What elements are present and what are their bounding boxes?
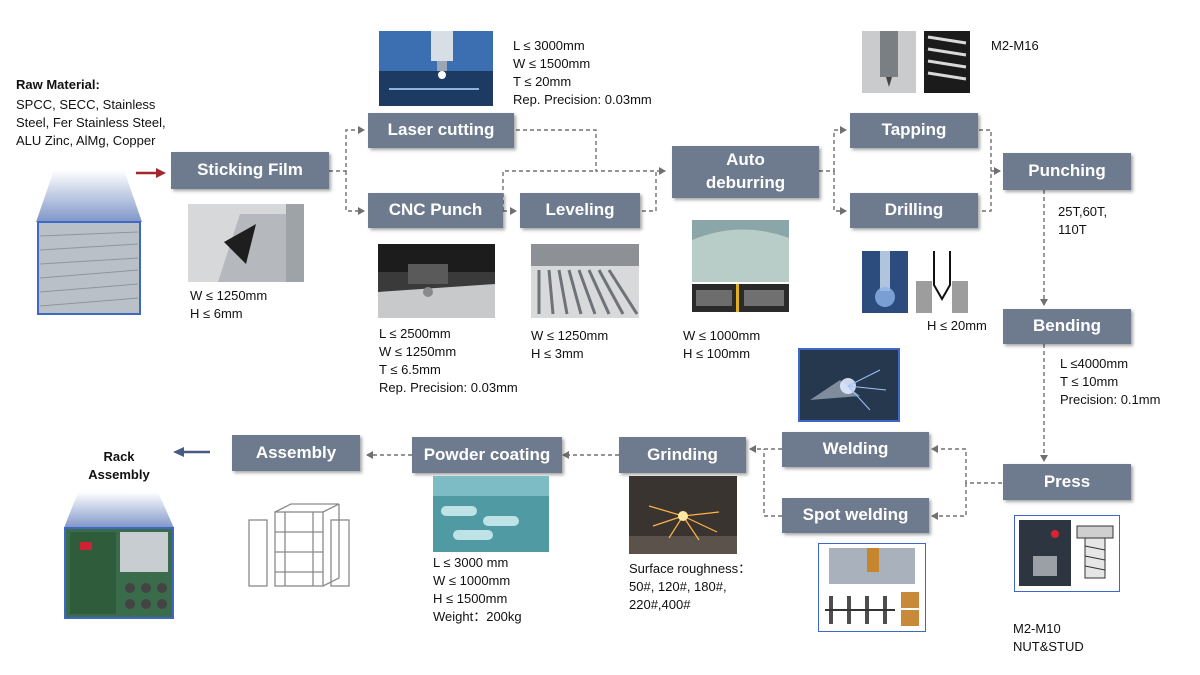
spec-line: M2-M10 <box>1013 621 1061 636</box>
rack-frame-icon <box>245 502 355 594</box>
spec-line: Rep. Precision: 0.03mm <box>513 92 652 107</box>
step-bending: Bending <box>1003 309 1131 344</box>
spec-line: Surface roughness： <box>629 561 752 576</box>
rack-assembly-label: Rack Assembly <box>84 448 154 484</box>
spray-coating-icon <box>433 476 549 552</box>
tapping-specs: M2-M16 <box>991 37 1039 55</box>
spec-line: L ≤ 2500mm <box>379 326 451 341</box>
grinding-specs: Surface roughness： 50#, 120#, 180#, 220#… <box>629 560 751 614</box>
bending-specs: L ≤4000mm T ≤ 10mm Precision: 0.1mm <box>1060 355 1160 409</box>
laser-cutter-icon <box>379 31 493 106</box>
sticking-film-specs: W ≤ 1250mm H ≤ 6mm <box>190 287 267 323</box>
spec-line: 50#, 120#, 180#, <box>629 579 727 594</box>
spec-line: L ≤ 3000 mm <box>433 555 509 570</box>
raw-material-line: ALU Zinc, AlMg, Copper <box>16 133 156 148</box>
spec-line: W ≤ 1250mm <box>379 344 457 359</box>
auto-deburring-specs: W ≤ 1000mm H ≤ 100mm <box>683 327 760 363</box>
spec-line: Weight：200kg <box>433 609 522 624</box>
step-drilling: Drilling <box>850 193 978 228</box>
step-press: Press <box>1003 464 1131 500</box>
step-powder-coating: Powder coating <box>412 437 562 473</box>
cnc-punch-icon <box>378 244 495 318</box>
raw-material-title: Raw Material: <box>16 77 100 92</box>
spec-line: H ≤ 20mm <box>927 318 987 333</box>
spec-line: Rep. Precision: 0.03mm <box>379 380 518 395</box>
film-sheet-icon <box>188 204 304 282</box>
spec-line: L ≤ 3000mm <box>513 38 585 53</box>
press-specs: M2-M10 NUT&STUD <box>1013 620 1084 656</box>
step-cnc-punch: CNC Punch <box>368 193 503 228</box>
spec-line: H ≤ 1500mm <box>433 591 508 606</box>
step-sticking-film: Sticking Film <box>171 152 329 189</box>
step-spot-welding: Spot welding <box>782 498 929 533</box>
step-laser-cutting: Laser cutting <box>368 113 514 148</box>
raw-material-line: Steel, Fer Stainless Steel, <box>16 115 166 130</box>
spec-line: W ≤ 1250mm <box>531 328 609 343</box>
welding-icon <box>798 348 900 422</box>
cnc-punch-specs: L ≤ 2500mm W ≤ 1250mm T ≤ 6.5mm Rep. Pre… <box>379 325 518 397</box>
spec-line: Precision: 0.1mm <box>1060 392 1161 407</box>
step-punching: Punching <box>1003 153 1131 190</box>
drilling-specs: H ≤ 20mm <box>927 317 987 335</box>
tap-tool-icon <box>862 31 970 93</box>
rack-cabinet-icon <box>64 492 174 620</box>
spec-line: H ≤ 6mm <box>190 306 243 321</box>
rack-assembly-line: Assembly <box>88 467 150 482</box>
spec-line: W ≤ 1500mm <box>513 56 591 71</box>
punching-specs: 25T,60T, 110T <box>1058 203 1107 239</box>
spec-line: L ≤4000mm <box>1060 356 1129 371</box>
step-tapping: Tapping <box>850 113 978 148</box>
spec-line: M2-M16 <box>991 38 1039 53</box>
leveler-icon <box>531 244 639 318</box>
grinder-sparks-icon <box>629 476 737 554</box>
sheet-stack-icon <box>36 170 142 316</box>
spec-line: W ≤ 1000mm <box>433 573 511 588</box>
spec-line: T ≤ 20mm <box>513 74 572 89</box>
spot-weld-icon <box>818 543 926 632</box>
step-label-line: Auto <box>726 150 765 170</box>
leveling-specs: W ≤ 1250mm H ≤ 3mm <box>531 327 608 363</box>
laser-cutting-specs: L ≤ 3000mm W ≤ 1500mm T ≤ 20mm Rep. Prec… <box>513 37 652 109</box>
spec-line: H ≤ 3mm <box>531 346 584 361</box>
step-welding: Welding <box>782 432 929 467</box>
raw-material-line: SPCC, SECC, Stainless <box>16 97 156 112</box>
step-assembly: Assembly <box>232 435 360 471</box>
spec-line: NUT&STUD <box>1013 639 1084 654</box>
step-grinding: Grinding <box>619 437 746 473</box>
step-auto-deburring: Auto deburring <box>672 146 819 198</box>
spec-line: W ≤ 1250mm <box>190 288 268 303</box>
spec-line: W ≤ 1000mm <box>683 328 761 343</box>
spec-line: T ≤ 6.5mm <box>379 362 441 377</box>
spec-line: 220#,400# <box>629 597 691 612</box>
spec-line: 110T <box>1058 222 1087 237</box>
drill-icon <box>862 251 968 313</box>
deburring-icon <box>692 220 789 312</box>
step-leveling: Leveling <box>520 193 640 228</box>
spec-line: T ≤ 10mm <box>1060 374 1119 389</box>
rack-assembly-line: Rack <box>103 449 135 464</box>
press-nut-icon <box>1014 515 1120 592</box>
raw-material-list: SPCC, SECC, Stainless Steel, Fer Stainle… <box>16 96 166 150</box>
powder-coating-specs: L ≤ 3000 mm W ≤ 1000mm H ≤ 1500mm Weight… <box>433 554 522 626</box>
step-label-line: deburring <box>705 173 786 192</box>
spec-line: H ≤ 100mm <box>683 346 751 361</box>
spec-line: 25T,60T, <box>1058 204 1108 219</box>
